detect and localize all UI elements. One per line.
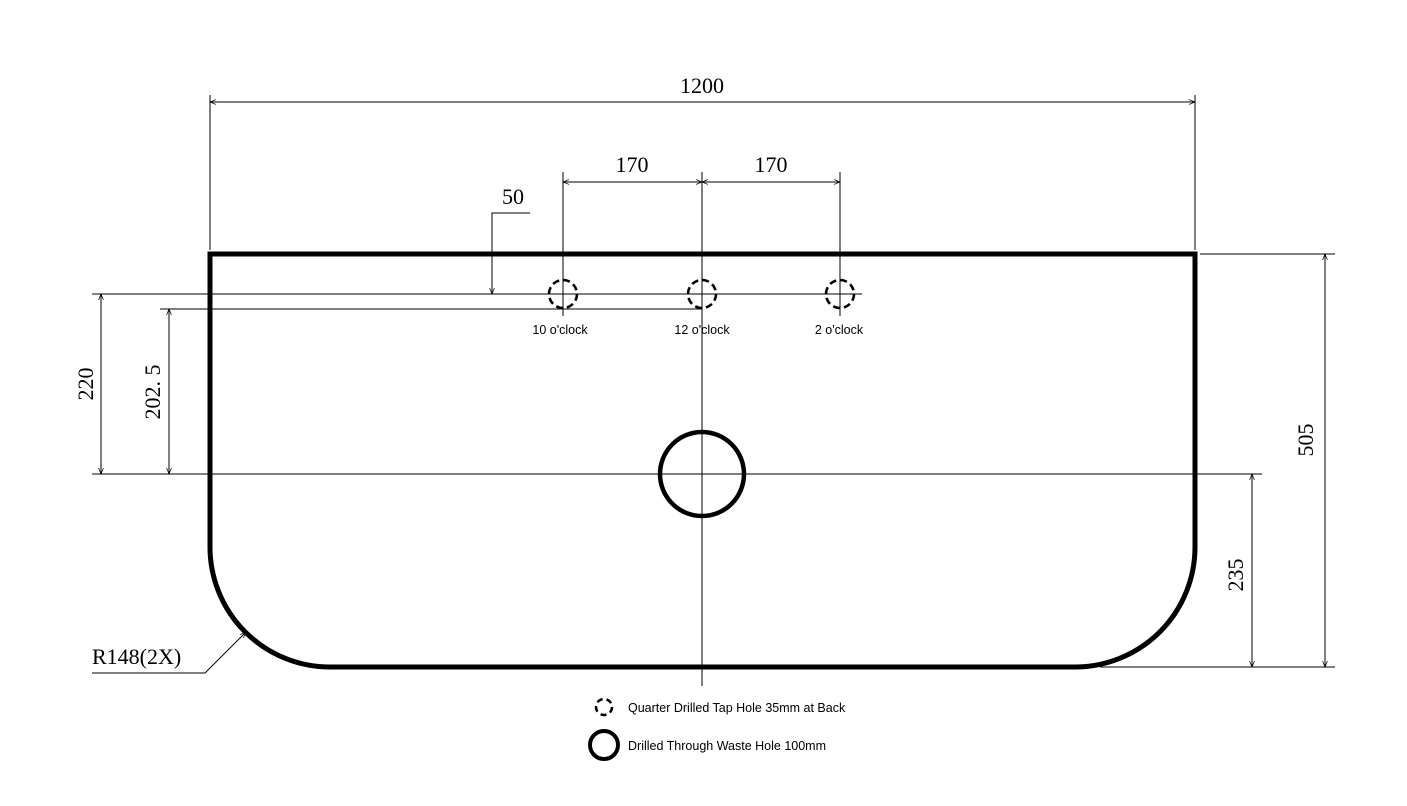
tap-hole-10-oclock bbox=[547, 278, 579, 310]
legend-waste-hole-label: Drilled Through Waste Hole 100mm bbox=[628, 739, 826, 753]
dim-tap-back-to-waste: 202. 5 bbox=[140, 308, 172, 475]
dim-text-235: 235 bbox=[1223, 559, 1248, 592]
center-lines bbox=[92, 172, 1262, 686]
dim-text-170-left: 170 bbox=[616, 152, 649, 177]
dim-text-220: 220 bbox=[73, 368, 98, 401]
tap-hole-2-oclock bbox=[824, 278, 856, 310]
basin-outline bbox=[207, 251, 1198, 670]
solid-circle-icon bbox=[588, 729, 620, 761]
dim-tap-spacing: 170 170 bbox=[562, 152, 841, 280]
tap-label-12: 12 o'clock bbox=[674, 323, 730, 337]
dim-text-505: 505 bbox=[1293, 424, 1318, 457]
dim-corner-radius: R148(2X) bbox=[92, 631, 247, 674]
dim-tap-to-waste: 220 bbox=[73, 293, 104, 475]
dim-text-50: 50 bbox=[502, 184, 524, 209]
legend: Quarter Drilled Tap Hole 35mm at Back Dr… bbox=[588, 697, 846, 761]
tap-label-10: 10 o'clock bbox=[532, 323, 588, 337]
dashed-circle-icon bbox=[594, 697, 614, 717]
dim-text-r148: R148(2X) bbox=[92, 644, 181, 669]
dim-overall-width: 1200 bbox=[209, 73, 1196, 250]
waste-hole bbox=[657, 429, 747, 519]
dim-overall-depth: 505 bbox=[1100, 253, 1335, 668]
legend-tap-hole-label: Quarter Drilled Tap Hole 35mm at Back bbox=[628, 701, 846, 715]
dim-tap-offset: 50 bbox=[489, 184, 530, 295]
dim-text-202-5: 202. 5 bbox=[140, 365, 165, 420]
dim-text-1200: 1200 bbox=[680, 73, 724, 98]
tap-hole-12-oclock bbox=[686, 278, 718, 310]
tap-label-2: 2 o'clock bbox=[815, 323, 864, 337]
dim-waste-to-front: 235 bbox=[1223, 473, 1255, 668]
tap-holes: 10 o'clock 12 o'clock 2 o'clock bbox=[532, 278, 864, 337]
dim-text-170-right: 170 bbox=[755, 152, 788, 177]
